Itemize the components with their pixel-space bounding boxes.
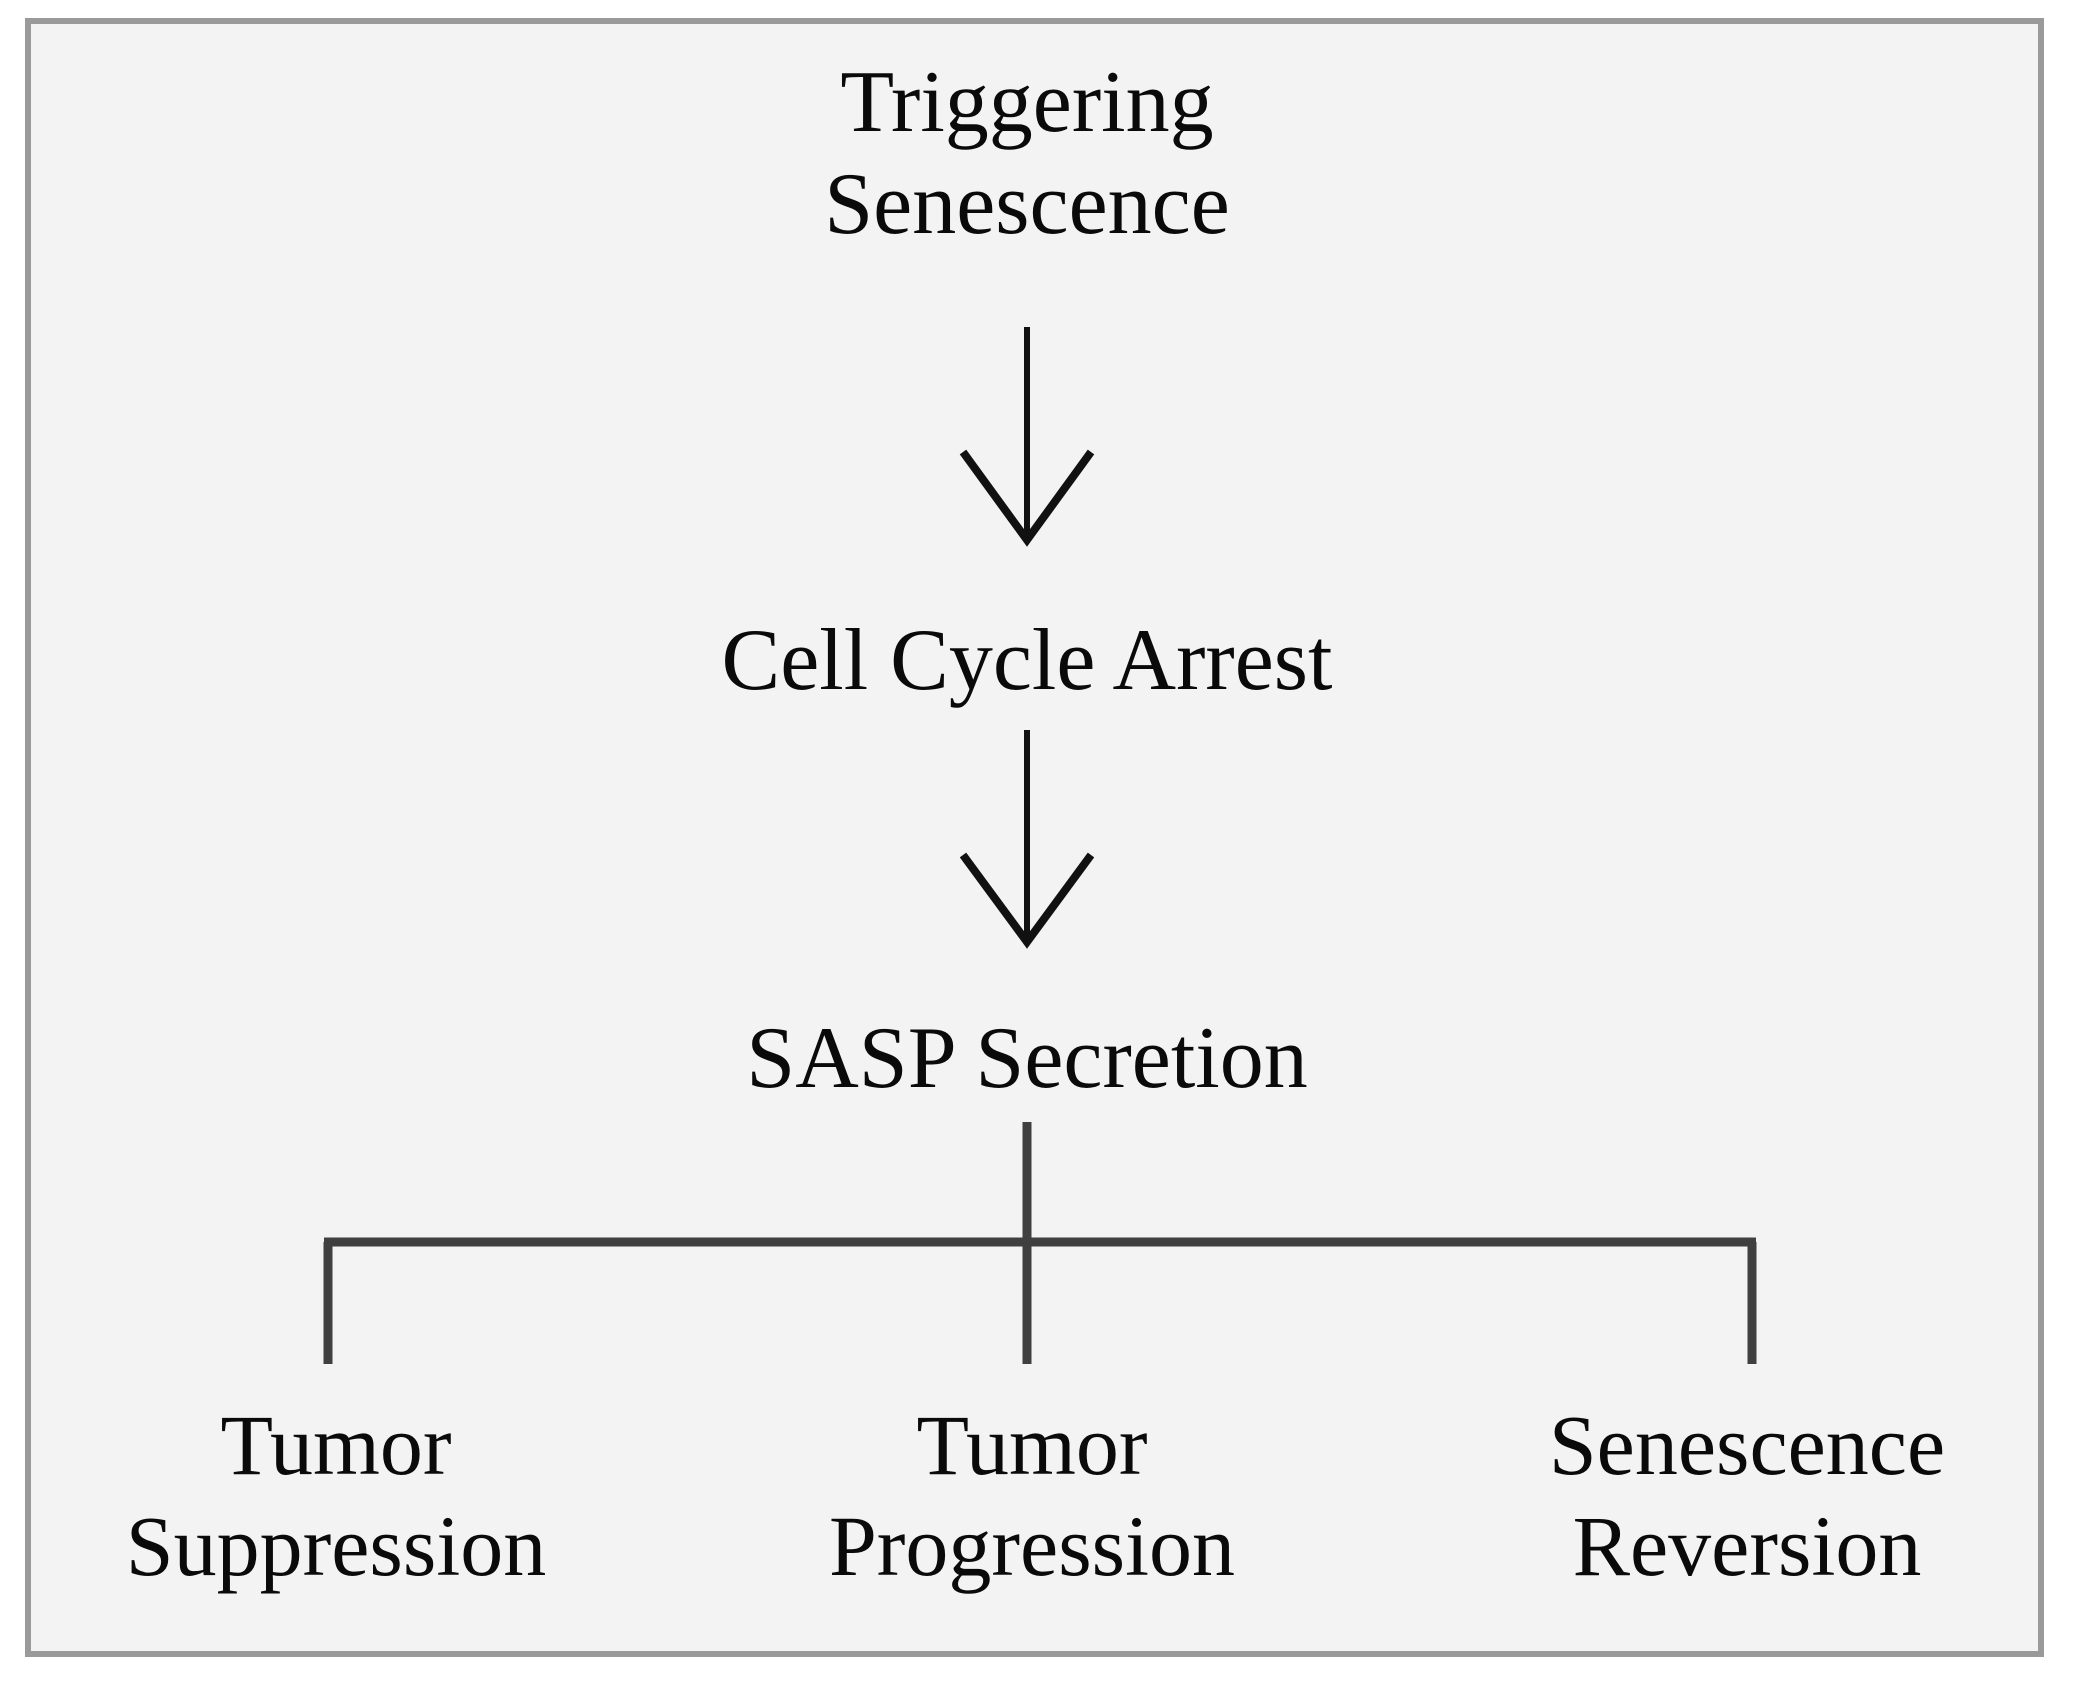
figure-frame — [25, 18, 2044, 1657]
node-triggering-senescence: Triggering Senescence — [824, 54, 1230, 254]
node-cell-cycle-arrest: Cell Cycle Arrest — [721, 612, 1333, 709]
node-tumor-progression: Tumor Progression — [828, 1397, 1236, 1594]
node-tumor-suppression: Tumor Suppression — [125, 1397, 547, 1594]
node-senescence-reversion: Senescence Reversion — [1548, 1397, 1946, 1594]
node-sasp-secretion: SASP Secretion — [746, 1010, 1308, 1107]
